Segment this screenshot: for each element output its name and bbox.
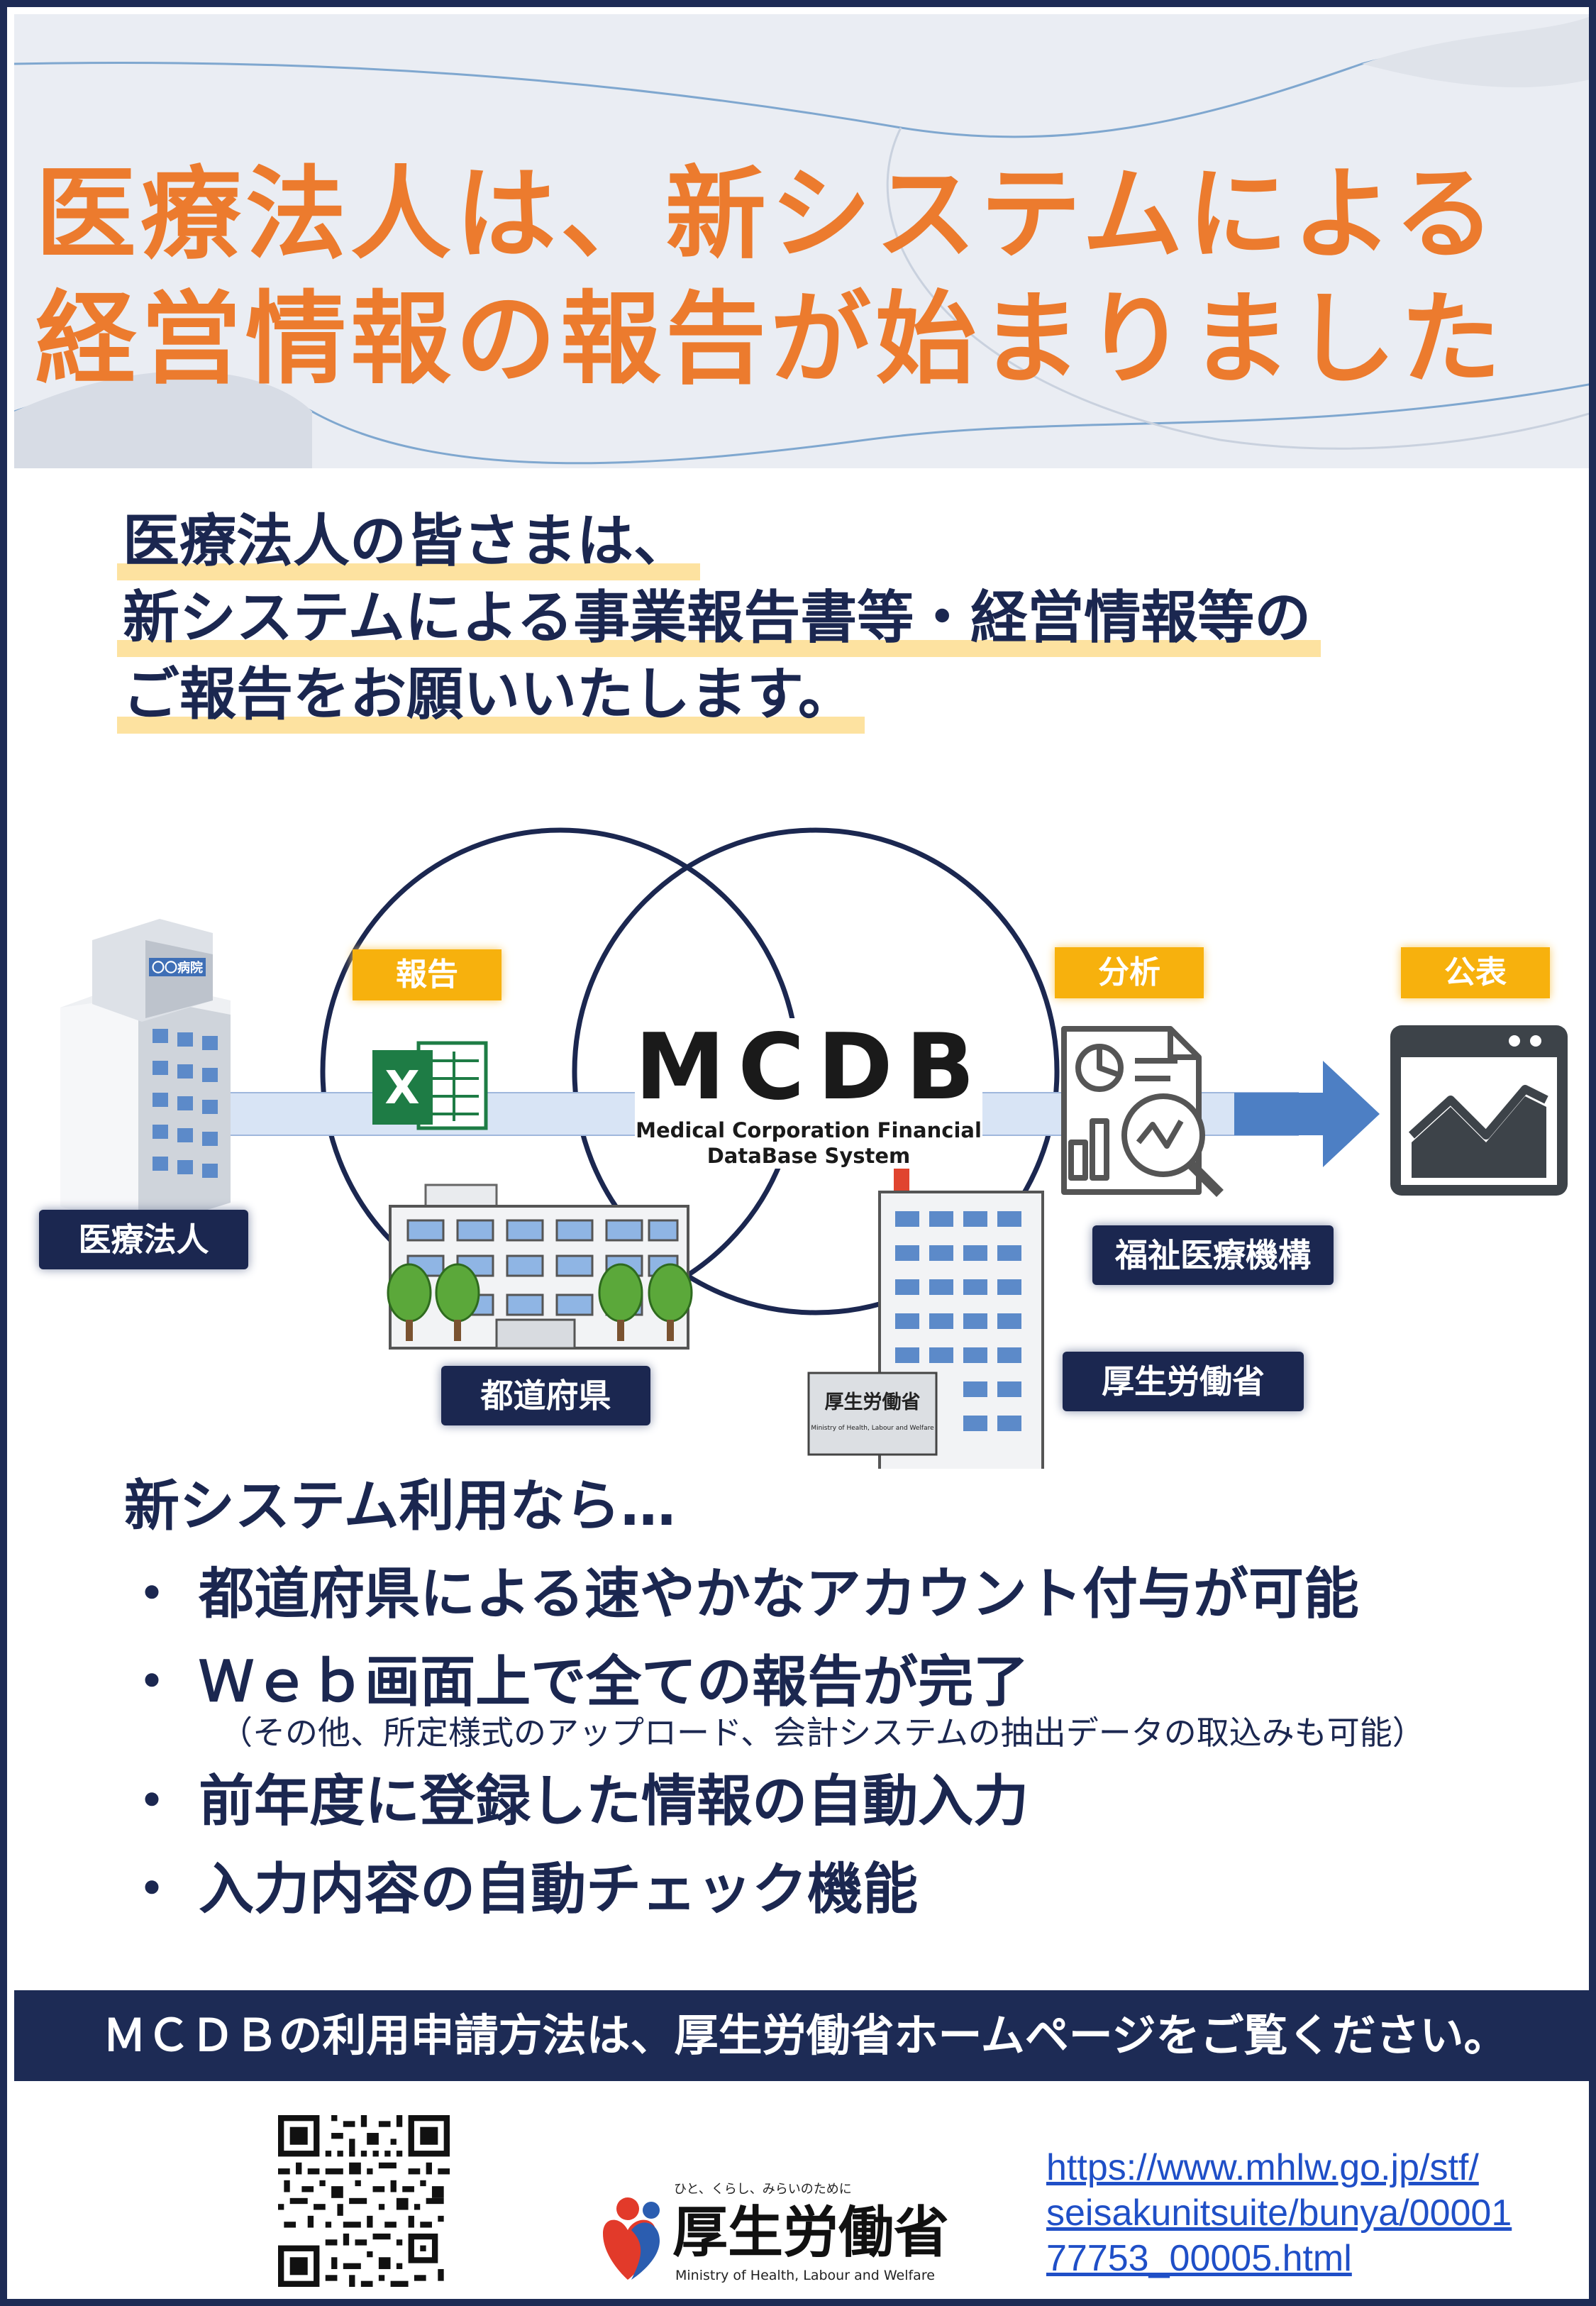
mhlw-logo: ひと、くらし、みらいのために 厚生労働省 Ministry of Health,… — [589, 2166, 958, 2299]
poster-title: 医療法人は、新システムによる 経営情報の報告が始まりました — [35, 153, 1561, 402]
benefit-item: ・ 都道府県による速やかなアカウント付与が可能 — [124, 1562, 1359, 1626]
excel-letter: X — [384, 1062, 419, 1115]
hospital-building-icon: 〇〇病院 — [60, 919, 231, 1231]
mcdb-name: MCDB — [635, 1015, 988, 1120]
document-analysis-icon — [1061, 1026, 1224, 1197]
dashboard-chart-icon — [1390, 1025, 1568, 1196]
building-plate-en: Ministry of Health, Labour and Welfare — [811, 1425, 934, 1432]
flow-diagram: 〇〇病院 X — [7, 788, 1589, 1469]
title-line-1: 医療法人は、新システムによる — [35, 156, 1500, 273]
label-prefecture: 都道府県 — [441, 1366, 650, 1425]
footer: ひと、くらし、みらいのために 厚生労働省 Ministry of Health,… — [7, 2081, 1589, 2299]
excel-icon: X — [372, 1041, 488, 1130]
hero-wave-decoration — [14, 14, 1589, 468]
logo-name: 厚生労働省 — [672, 2201, 949, 2265]
prefecture-office-icon — [387, 1184, 693, 1350]
mcdb-subtitle-1: Medical Corporation Financial — [636, 1118, 982, 1142]
benefits-intro: 新システム利用なら… — [124, 1474, 676, 1538]
benefit-item: ・ 入力内容の自動チェック機能 — [124, 1858, 919, 1921]
tag-analysis: 分析 — [1055, 947, 1204, 998]
benefit-note: （その他、所定様式のアップロード、会計システムの抽出データの取込みも可能） — [220, 1714, 1425, 1752]
lead-message: 医療法人の皆さまは、 新システムによる事業報告書等・経営情報等の ご報告をお願い… — [117, 504, 1321, 734]
label-welfare-agency: 福祉医療機構 — [1092, 1225, 1334, 1285]
benefits-section: 新システム利用なら… ・ 都道府県による速やかなアカウント付与が可能 ・ Ｗｅｂ… — [124, 1467, 1543, 1929]
lead-line-2: 新システムによる事業報告書等・経営情報等の — [117, 580, 1321, 657]
url-line-1[interactable]: https://www.mhlw.go.jp/stf/ — [1046, 2147, 1479, 2188]
mhlw-url-link[interactable]: https://www.mhlw.go.jp/stf/ seisakunitsu… — [1046, 2145, 1543, 2281]
label-medical-corporation: 医療法人 — [39, 1210, 248, 1269]
title-line-2: 経営情報の報告が始まりました — [35, 281, 1505, 398]
application-banner: ＭＣＤＢの利用申請方法は、厚生労働省ホームページをご覧ください。 — [14, 1990, 1589, 2081]
lead-line-3: ご報告をお願いいたします。 — [117, 657, 865, 734]
qr-code-icon[interactable] — [278, 2115, 450, 2287]
ministry-building-icon: 厚生労働省 Ministry of Health, Labour and Wel… — [807, 1167, 1044, 1469]
venn-circle-right — [572, 827, 1060, 1315]
label-ministry: 厚生労働省 — [1063, 1352, 1304, 1411]
url-line-2[interactable]: seisakunitsuite/bunya/00001 — [1046, 2192, 1512, 2234]
mhlw-logo-graphic: ひと、くらし、みらいのために 厚生労働省 Ministry of Health,… — [603, 2182, 949, 2283]
tag-report: 報告 — [353, 949, 501, 1000]
building-plate-text: 厚生労働省 — [825, 1391, 921, 1413]
hero-header: 医療法人は、新システムによる 経営情報の報告が始まりました — [14, 14, 1589, 468]
logo-english: Ministry of Health, Labour and Welfare — [675, 2268, 935, 2283]
url-line-3[interactable]: 77753_00005.html — [1046, 2238, 1352, 2279]
benefit-item: ・ Ｗｅｂ画面上で全ての報告が完了 — [124, 1650, 1029, 1714]
arrow-right-icon — [1234, 1061, 1380, 1167]
mhlw-emblem-icon — [603, 2197, 660, 2280]
logo-tagline: ひと、くらし、みらいのために — [674, 2182, 852, 2197]
mcdb-logo: MCDB Medical Corporation Financial DataB… — [635, 1018, 982, 1169]
tag-publish: 公表 — [1401, 947, 1550, 998]
hospital-sign: 〇〇病院 — [152, 960, 203, 976]
mcdb-subtitle-2: DataBase System — [706, 1144, 911, 1168]
benefit-item: ・ 前年度に登録した情報の自動入力 — [124, 1770, 1029, 1833]
lead-line-1: 医療法人の皆さまは、 — [117, 504, 700, 580]
